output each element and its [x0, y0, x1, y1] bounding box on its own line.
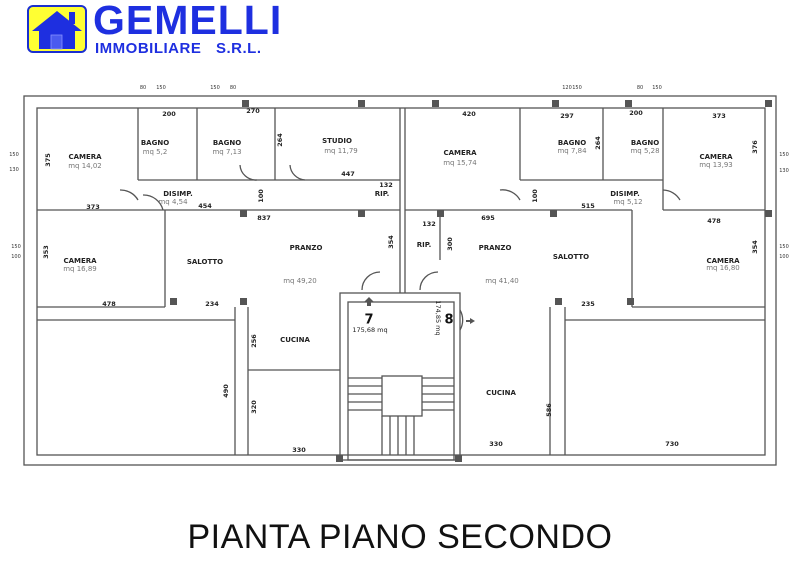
window-dimension: 120: [562, 85, 572, 91]
room-disimp-area: mq 5,12: [613, 198, 643, 206]
dimension: 373: [86, 203, 100, 211]
room-pranzo-label: PRANZO: [289, 244, 323, 252]
brand-subtitle: IMMOBILIARE S.R.L.: [95, 40, 262, 57]
dimension: 100: [257, 189, 265, 203]
window-dimension: 150: [779, 152, 789, 158]
window-dimension: 130: [779, 168, 789, 174]
room-bagno-label: BAGNO: [140, 139, 170, 147]
dimension: 478: [707, 217, 721, 225]
room-disimp-area: mq 4,54: [158, 198, 188, 206]
dimension: 354: [387, 235, 395, 249]
entrance-arrow-8: [466, 318, 475, 324]
room-camera-area: mq 14,02: [68, 162, 102, 170]
room-pranzo-area: mq 41,40: [485, 277, 519, 285]
window-dimension: 80: [636, 85, 644, 91]
unit-8-number: 8: [444, 312, 454, 328]
dimension: 256: [250, 334, 258, 348]
room-bagno-label: BAGNO: [212, 139, 242, 147]
room-camera-area: mq 15,74: [443, 159, 477, 167]
room-camera-label: CAMERA: [63, 257, 97, 265]
house-logo-icon: [27, 5, 87, 53]
window-dimension: 100: [779, 254, 789, 260]
dimension: 376: [751, 140, 759, 154]
outer-wall: [23, 95, 777, 466]
dimension: 375: [44, 153, 52, 167]
dimension: 586: [545, 403, 553, 417]
dimension: 264: [276, 133, 284, 147]
dimension: 515: [581, 202, 595, 210]
dimension: 330: [489, 440, 503, 448]
dimension: 730: [665, 440, 679, 448]
dimension: 100: [531, 189, 539, 203]
window-dimension: 150: [210, 85, 220, 91]
window-dimension: 150: [9, 152, 19, 158]
room-camera-label: CAMERA: [68, 153, 102, 161]
dimension: 132: [379, 181, 393, 189]
window-dimension: 100: [11, 254, 21, 260]
room-pranzo-area: mq 49,20: [283, 277, 317, 285]
room-salotto-label: SALOTTO: [552, 253, 590, 261]
window-dimension: 80: [229, 85, 237, 91]
window-dimension: 80: [139, 85, 147, 91]
entrance-arrow-7: [364, 297, 374, 306]
room-camera-label: CAMERA: [443, 149, 477, 157]
room-disimp-label: DISIMP.: [163, 190, 193, 198]
room-bagno-label: BAGNO: [557, 139, 587, 147]
dimension: 320: [250, 400, 258, 414]
room-disimp-label: DISIMP.: [610, 190, 640, 198]
dimension: 330: [292, 446, 306, 454]
dimension: 420: [462, 110, 476, 118]
room-bagno-label: BAGNO: [630, 139, 660, 147]
room-studio-area: mq 11,79: [324, 147, 358, 155]
inner-wall: [36, 107, 766, 456]
dimension: 300: [446, 237, 454, 251]
plan-title: PIANTA PIANO SECONDO: [187, 518, 613, 556]
dimension: 235: [581, 300, 595, 308]
dimension: 353: [42, 245, 50, 259]
dimension: 270: [246, 107, 260, 115]
room-camera-label: CAMERA: [699, 153, 733, 161]
dimension: 454: [198, 202, 212, 210]
dimension: 447: [341, 170, 355, 178]
room-camera-area: mq 16,89: [63, 265, 97, 273]
dimension: 297: [560, 112, 574, 120]
room-rip-label: RIP.: [416, 241, 432, 249]
window-dimension: 150: [572, 85, 582, 91]
dimension: 132: [422, 220, 436, 228]
room-rip-label: RIP.: [374, 190, 390, 198]
dimension: 373: [712, 112, 726, 120]
dimension: 200: [629, 109, 643, 117]
room-bagno-area: mq 5,28: [630, 147, 660, 155]
dimension: 837: [257, 214, 271, 222]
dimension: 478: [102, 300, 116, 308]
room-bagno-area: mq 7,13: [212, 148, 242, 156]
room-camera-area: mq 16,80: [706, 264, 740, 272]
window-dimension: 150: [156, 85, 166, 91]
dimension: 200: [162, 110, 176, 118]
room-pranzo-label: PRANZO: [478, 244, 512, 252]
room-cucina-label: CUCINA: [486, 389, 516, 397]
room-salotto-label: SALOTTO: [186, 258, 224, 266]
unit-8-area: 174,85 mq: [434, 300, 442, 336]
room-cucina-label: CUCINA: [280, 336, 310, 344]
window-dimension: 150: [652, 85, 662, 91]
window-dimension: 150: [779, 244, 789, 250]
window-dimension: 130: [9, 167, 19, 173]
unit-7-area: 175,68 mq: [352, 326, 388, 334]
dimension: 490: [222, 384, 230, 398]
dimension: 264: [594, 136, 602, 150]
room-camera-area: mq 13,93: [699, 161, 733, 169]
room-camera-label: CAMERA: [706, 257, 740, 265]
dimension: 695: [481, 214, 495, 222]
room-bagno-area: mq 7,84: [557, 147, 587, 155]
dimension: 354: [751, 240, 759, 254]
unit-7-number: 7: [364, 312, 374, 328]
brand-name: GEMELLI: [93, 0, 283, 43]
dimension: 234: [205, 300, 219, 308]
room-bagno-area: mq 5,2: [142, 148, 168, 156]
window-dimension: 150: [11, 244, 21, 250]
room-studio-label: STUDIO: [322, 137, 352, 145]
